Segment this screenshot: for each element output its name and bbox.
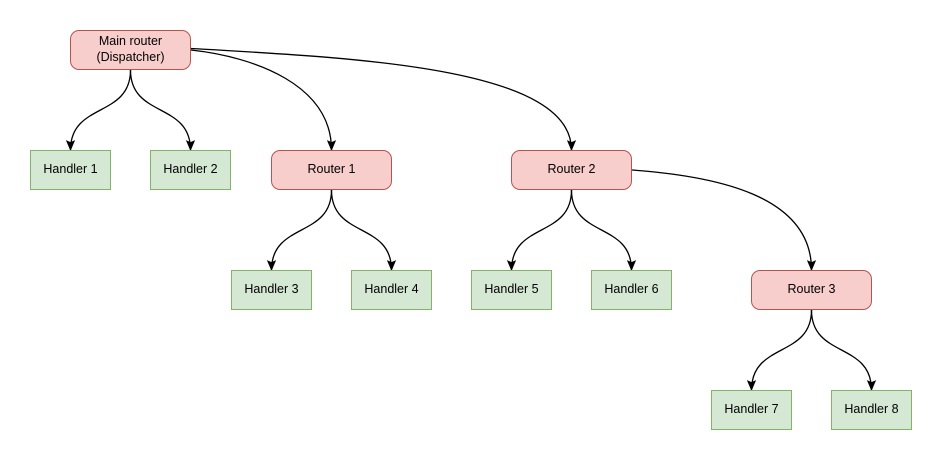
node-handler-1-label: Handler 1 xyxy=(43,162,98,177)
node-handler-8-label: Handler 8 xyxy=(844,402,899,417)
edge-main-to-router-2 xyxy=(190,47,577,152)
node-router-2-label: Router 2 xyxy=(547,162,596,177)
node-handler-3: Handler 3 xyxy=(231,270,312,310)
edge-router-3-to-handler-8 xyxy=(810,309,877,392)
node-main-router-label: Main router (Dispatcher) xyxy=(96,34,165,64)
edge-router-1-to-handler-3 xyxy=(266,189,333,272)
edge-router-2-to-router-3 xyxy=(631,169,817,272)
edge-router-2-to-handler-6 xyxy=(570,189,637,272)
node-handler-1: Handler 1 xyxy=(30,150,111,190)
node-handler-7: Handler 7 xyxy=(711,390,792,430)
node-handler-7-label: Handler 7 xyxy=(724,402,779,417)
edge-router-1-to-handler-4 xyxy=(330,189,397,272)
edge-main-to-router-1 xyxy=(190,49,337,152)
node-router-1-label: Router 1 xyxy=(307,162,356,177)
node-handler-5: Handler 5 xyxy=(471,270,552,310)
node-router-3-label: Router 3 xyxy=(787,282,836,297)
node-handler-6: Handler 6 xyxy=(591,270,672,310)
node-router-3: Router 3 xyxy=(751,270,872,310)
node-handler-5-label: Handler 5 xyxy=(484,282,539,297)
edge-router-3-to-handler-7 xyxy=(746,309,813,392)
edge-main-to-handler-1 xyxy=(65,69,132,152)
node-router-2: Router 2 xyxy=(511,150,632,190)
node-handler-6-label: Handler 6 xyxy=(604,282,659,297)
node-main-router: Main router (Dispatcher) xyxy=(70,30,191,70)
node-handler-2-label: Handler 2 xyxy=(163,162,218,177)
edge-router-2-to-handler-5 xyxy=(506,189,573,272)
edge-main-to-handler-2 xyxy=(129,69,196,152)
node-router-1: Router 1 xyxy=(271,150,392,190)
node-handler-4-label: Handler 4 xyxy=(364,282,419,297)
node-handler-3-label: Handler 3 xyxy=(244,282,299,297)
node-handler-2: Handler 2 xyxy=(150,150,231,190)
node-handler-8: Handler 8 xyxy=(831,390,912,430)
node-handler-4: Handler 4 xyxy=(351,270,432,310)
